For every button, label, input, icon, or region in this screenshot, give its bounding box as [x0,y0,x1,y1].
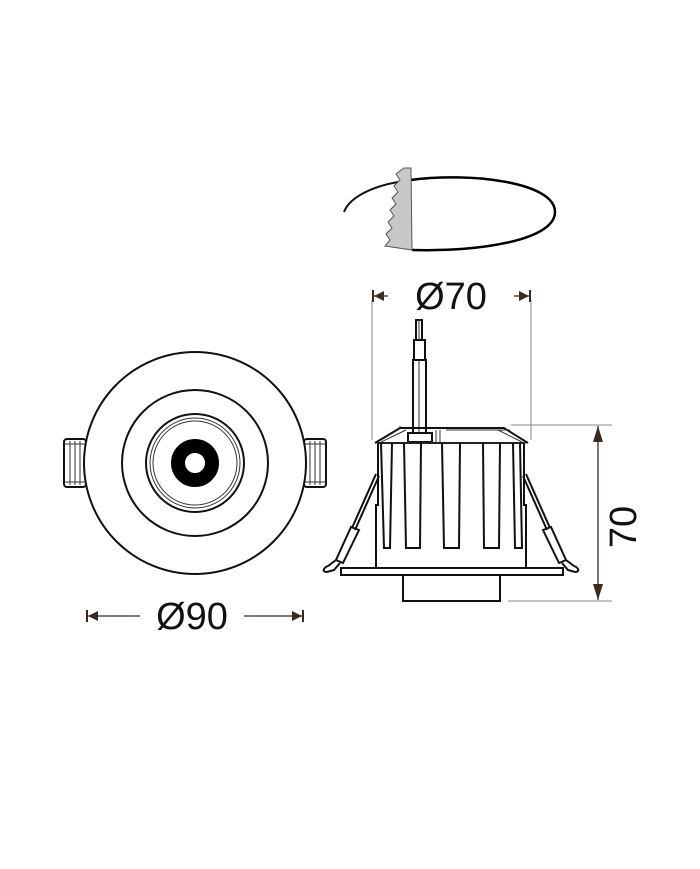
lens-ring-mid [149,417,241,509]
hole-ellipse-right [409,176,557,252]
dimension-outer-diameter: Ø90 [86,596,304,638]
dimension-cutout-diameter: Ø70 [371,276,532,440]
inner-ring [121,389,269,537]
front-view [63,351,327,575]
heatsink-body [375,442,527,569]
dimension-height: 70 [508,424,645,602]
cable-icon [412,319,427,434]
side-view [322,319,580,602]
hole-ellipse-left-arc [343,181,399,213]
dimension-label-height: 70 [603,506,645,548]
flange [340,567,564,576]
bottom-trim [402,574,501,602]
right-spring-icon [522,473,580,574]
dimension-label-cutout: Ø70 [415,276,487,318]
left-spring-clip-icon [63,438,87,488]
led-emitter [171,439,219,487]
lens-ring-inner [152,420,238,506]
lens-ring-outer [145,413,245,513]
heatsink-fins [380,442,524,549]
cutout-icon [343,167,557,252]
left-spring-icon [322,473,380,574]
dimension-label-outer: Ø90 [156,596,228,638]
outer-bezel [83,351,307,575]
housing-top-cap [374,427,529,444]
saw-blade-icon [384,167,413,251]
right-spring-clip-icon [303,438,327,488]
